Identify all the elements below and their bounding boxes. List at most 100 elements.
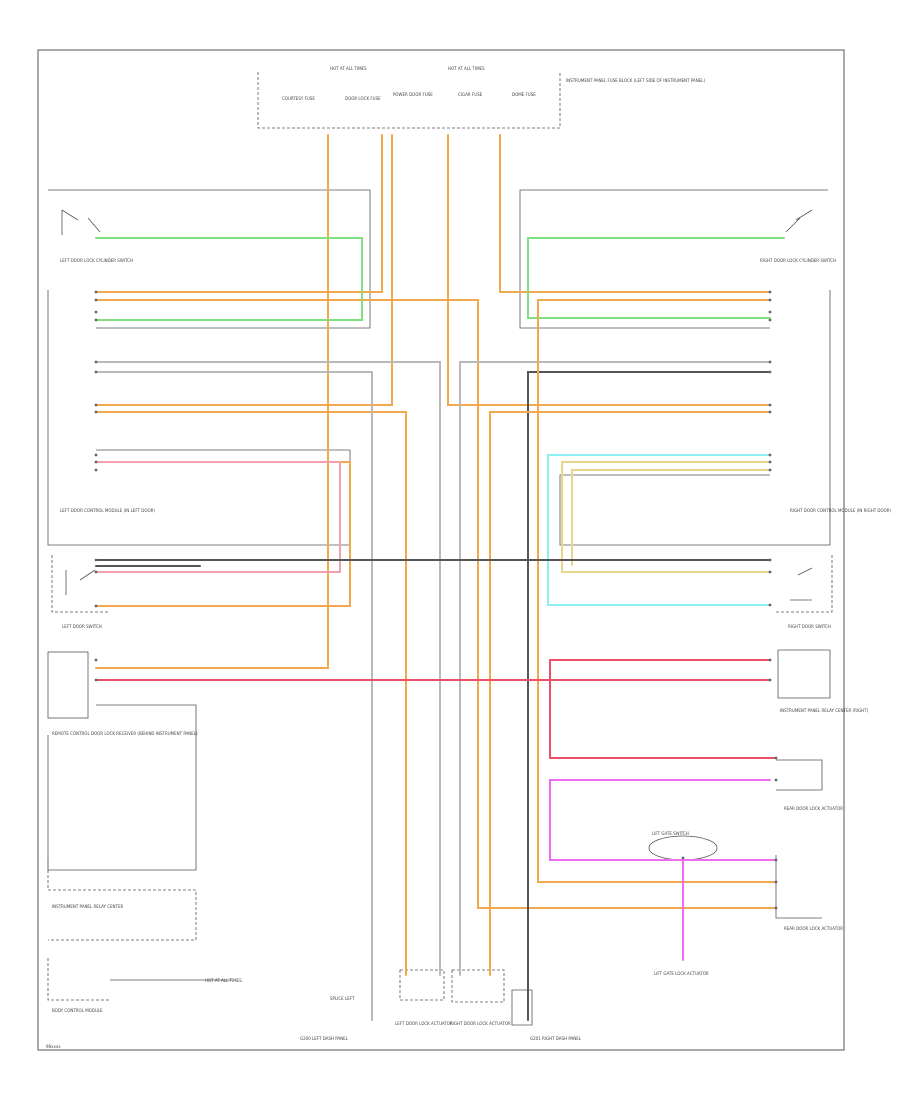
fuse-label-cigar: CIGAR FUSE	[458, 92, 483, 97]
wire-black-13	[527, 371, 771, 1021]
fuse-label-dome: DOME FUSE	[512, 92, 536, 97]
fuse-label-door-lock: DOOR LOCK FUSE	[345, 96, 381, 101]
rear-lock-top-box	[776, 759, 823, 791]
right-door-lock-switch-box	[519, 189, 828, 329]
connector-pin-33	[774, 778, 778, 782]
wire-orange-4	[499, 134, 771, 293]
connector-pin-6	[94, 403, 98, 407]
right-lock-switch-symbol	[785, 209, 813, 233]
remote-control-module: REMOTE CONTROL DOOR LOCK RECEIVER (BEHIN…	[47, 651, 198, 871]
wire-group	[95, 134, 785, 1021]
wire-orange-3	[447, 134, 771, 406]
left-splice-label: SPLICE LEFT	[330, 996, 355, 1001]
left-door-lock-switch-label: LEFT DOOR LOCK CYLINDER SWITCH	[60, 258, 133, 263]
left-door-switch: LEFT DOOR SWITCH	[51, 555, 110, 629]
connector-pin-15	[768, 360, 772, 364]
rear-lock-top: REAR DOOR LOCK ACTUATOR	[776, 759, 843, 811]
left-door-module-label: LEFT DOOR CONTROL MODULE (IN LEFT DOOR)	[60, 508, 155, 513]
right-actuator-label: RIGHT DOOR LOCK ACTUATOR	[450, 1021, 511, 1026]
connector-pin-20	[768, 460, 772, 464]
right-door-switch: RIGHT DOOR SWITCH	[776, 555, 833, 629]
ip-relay-left-label: INSTRUMENT PANEL RELAY CENTER	[52, 904, 124, 909]
hot-at-all-times-label: HOT AT ALL TIMES	[205, 978, 242, 983]
fuse-panel: HOT AT ALL TIMES HOT AT ALL TIMES COURTE…	[257, 66, 705, 129]
remote-receiver-block	[47, 651, 89, 719]
left-actuator-label: LEFT DOOR LOCK ACTUATOR	[395, 1021, 453, 1026]
fuse-panel-outline	[257, 72, 561, 129]
rear-lock-bottom-box	[775, 855, 822, 919]
connector-pin-19	[768, 453, 772, 457]
connector-pin-26	[94, 678, 98, 682]
connector-pin-23	[94, 570, 98, 574]
rear-lock-bottom: REAR DOOR LOCK ACTUATOR	[775, 855, 843, 931]
fuse-label-power-door: POWER DOOR FUSE	[393, 92, 433, 97]
ip-relay-right: INSTRUMENT PANEL RELAY CENTER (RIGHT)	[777, 649, 869, 713]
connector-pin-8	[94, 453, 98, 457]
connector-pin-11	[768, 290, 772, 294]
connector-pin-27	[768, 558, 772, 562]
connector-pin-32	[774, 756, 778, 760]
right-door-lock-switch-label: RIGHT DOOR LOCK CYLINDER SWITCH	[760, 258, 836, 263]
connector-pin-16	[768, 370, 772, 374]
connector-pin-28	[768, 570, 772, 574]
bottom-left-module: BODY CONTROL MODULE HOT AT ALL TIMES	[47, 958, 242, 1013]
wire-gray-11	[95, 371, 373, 1021]
connector-pin-35	[774, 880, 778, 884]
wire-gray-10	[95, 361, 441, 976]
wire-green-8	[95, 237, 363, 321]
pin-group	[94, 290, 778, 910]
connector-pin-29	[768, 603, 772, 607]
connector-pin-13	[768, 310, 772, 314]
right-ground-connector	[511, 989, 533, 1026]
connector-pin-31	[768, 678, 772, 682]
diagram-frame	[37, 49, 845, 1051]
right-door-lock-switch: RIGHT DOOR LOCK CYLINDER SWITCH	[519, 189, 836, 329]
wire-cyan-21	[547, 454, 771, 606]
connector-pin-0	[94, 290, 98, 294]
connector-pin-17	[768, 403, 772, 407]
fuse-panel-header-right: HOT AT ALL TIMES	[448, 66, 485, 71]
right-door-module-label: RIGHT DOOR CONTROL MODULE (IN RIGHT DOOR…	[790, 508, 892, 513]
connector-pin-12	[768, 298, 772, 302]
connector-pin-4	[94, 360, 98, 364]
wire-yellow-23	[571, 469, 771, 566]
wire-orange-15	[489, 411, 771, 976]
connector-pin-30	[768, 658, 772, 662]
connector-pin-25	[94, 658, 98, 662]
connector-pin-5	[94, 370, 98, 374]
ip-relay-left-outline	[47, 860, 197, 941]
right-door-switch-symbol	[790, 567, 813, 601]
connector-pin-34	[774, 858, 778, 862]
left-lock-switch-symbol	[61, 209, 101, 235]
connector-pin-9	[94, 460, 98, 464]
wire-green-9	[527, 237, 785, 319]
left-door-switch-symbol	[65, 569, 96, 595]
left-ground-label: G200 LEFT DASH PANEL	[300, 1036, 349, 1041]
wire-pink-16	[95, 461, 341, 573]
connector-pin-22	[94, 558, 98, 562]
ip-relay-right-box	[777, 649, 831, 699]
connector-pin-21	[768, 468, 772, 472]
diagram-footer-code: 98xxxx	[46, 1044, 61, 1049]
connector-pin-7	[94, 410, 98, 414]
connector-pin-14	[768, 318, 772, 322]
wire-orange-7	[95, 461, 351, 607]
connector-pin-2	[94, 310, 98, 314]
right-door-module-box	[559, 290, 831, 546]
wire-orange-6	[95, 411, 407, 976]
connector-pin-37	[681, 856, 685, 860]
left-door-switch-outline	[51, 555, 110, 613]
lift-gate-switch-label: LIFT GATE SWITCH	[652, 831, 689, 836]
ip-relay-right-label: INSTRUMENT PANEL RELAY CENTER (RIGHT)	[780, 708, 869, 713]
lift-gate-lock-label: LIFT GATE LOCK ACTUATOR	[654, 971, 709, 976]
right-door-switch-label: RIGHT DOOR SWITCH	[788, 624, 831, 629]
fuse-panel-label: INSTRUMENT PANEL FUSE BLOCK (LEFT SIDE O…	[566, 78, 705, 83]
remote-control-module-box	[47, 704, 197, 871]
left-door-lock-switch: LEFT DOOR LOCK CYLINDER SWITCH	[48, 189, 371, 329]
wire-orange-0	[95, 134, 329, 669]
fuse-panel-header-left: HOT AT ALL TIMES	[330, 66, 367, 71]
right-ground-label: G201 RIGHT DASH PANEL	[530, 1036, 582, 1041]
fuse-label-courtesy: COURTESY FUSE	[282, 96, 315, 101]
rear-lock-top-label: REAR DOOR LOCK ACTUATOR	[784, 806, 843, 811]
